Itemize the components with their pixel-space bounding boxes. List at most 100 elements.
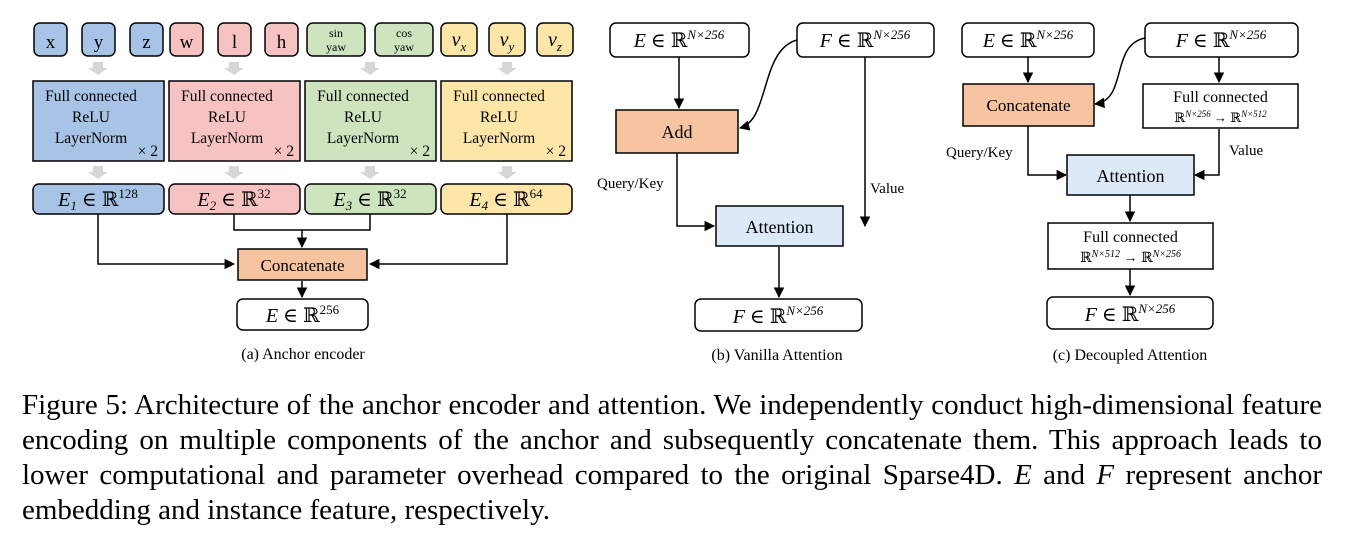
svg-text:LayerNorm: LayerNorm bbox=[327, 130, 399, 147]
svg-text:vx: vx bbox=[452, 29, 467, 54]
svg-text:E3 ∈ ℝ32: E3 ∈ ℝ32 bbox=[332, 186, 406, 213]
caption-e: E bbox=[1014, 459, 1032, 491]
input-box-vx: vx bbox=[440, 22, 478, 57]
svg-text:E ∈ ℝN×256: E ∈ ℝN×256 bbox=[982, 27, 1074, 52]
svg-text:F ∈ ℝN×256: F ∈ ℝN×256 bbox=[819, 27, 911, 52]
svg-text:Full connected: Full connected bbox=[317, 88, 409, 105]
svg-text:Add: Add bbox=[662, 122, 693, 142]
f-input-box-b: F ∈ ℝN×256 bbox=[796, 22, 935, 58]
svg-text:Attention: Attention bbox=[746, 217, 814, 237]
svg-text:Concatenate: Concatenate bbox=[986, 96, 1070, 115]
e-input-box-c: E ∈ ℝN×256 bbox=[961, 22, 1095, 58]
svg-text:l: l bbox=[232, 32, 237, 53]
mlp-block-pink: Full connected ReLU LayerNorm × 2 bbox=[168, 80, 301, 162]
connectors-b bbox=[673, 39, 871, 299]
svg-text:× 2: × 2 bbox=[138, 143, 158, 160]
input-box-h: h bbox=[264, 22, 299, 57]
input-box-w: w bbox=[169, 22, 204, 57]
connectors-c bbox=[1022, 37, 1225, 297]
svg-text:LayerNorm: LayerNorm bbox=[191, 130, 263, 147]
attention-box-c: Attention bbox=[1066, 154, 1195, 196]
caption-text-2: represent anchor embedding and instance … bbox=[22, 459, 1322, 526]
caption-b: (b) Vanilla Attention bbox=[711, 347, 842, 364]
value-label-c: Value bbox=[1229, 143, 1263, 159]
svg-text:E1 ∈ ℝ128: E1 ∈ ℝ128 bbox=[57, 186, 138, 213]
concatenate-box-c: Concatenate bbox=[962, 83, 1095, 127]
input-box-z: z bbox=[129, 22, 164, 57]
embedding-e4: E4 ∈ ℝ64 bbox=[440, 183, 573, 215]
caption-a: (a) Anchor encoder bbox=[241, 346, 365, 363]
svg-text:vy: vy bbox=[500, 29, 515, 54]
query-key-label-c: Query/Key bbox=[946, 145, 1013, 161]
embedding-e2: E2 ∈ ℝ32 bbox=[168, 183, 301, 215]
svg-text:y: y bbox=[94, 32, 104, 53]
output-box-a: E ∈ ℝ256 bbox=[236, 298, 369, 331]
svg-text:ReLU: ReLU bbox=[72, 109, 110, 126]
svg-text:E ∈ ℝN×256: E ∈ ℝN×256 bbox=[633, 27, 725, 52]
fc-box-2: Full connected ℝN×512 → ℝN×256 bbox=[1047, 222, 1214, 270]
svg-text:LayerNorm: LayerNorm bbox=[55, 130, 127, 147]
svg-text:ReLU: ReLU bbox=[208, 109, 246, 126]
concatenate-box-a: Concatenate bbox=[237, 248, 368, 281]
svg-text:ReLU: ReLU bbox=[344, 109, 382, 126]
svg-text:Attention: Attention bbox=[1097, 166, 1165, 186]
input-box-sin-yaw: sin yaw bbox=[306, 22, 366, 57]
embedding-e1: E1 ∈ ℝ128 bbox=[32, 183, 165, 215]
svg-text:cos: cos bbox=[396, 26, 412, 40]
svg-text:ℝN×256 → ℝN×512: ℝN×256 → ℝN×512 bbox=[1174, 109, 1267, 125]
svg-text:ReLU: ReLU bbox=[480, 109, 518, 126]
gray-arrows-row-2 bbox=[88, 166, 517, 179]
svg-text:× 2: × 2 bbox=[546, 143, 566, 160]
caption-f: F bbox=[1096, 459, 1115, 491]
svg-text:h: h bbox=[277, 32, 287, 53]
architecture-diagram: x y z w l h sin yaw cos yaw bbox=[32, 22, 1299, 364]
svg-text:w: w bbox=[180, 32, 194, 53]
svg-text:Full connected: Full connected bbox=[45, 88, 137, 105]
input-box-vz: vz bbox=[536, 22, 574, 57]
svg-text:yaw: yaw bbox=[326, 40, 346, 54]
svg-text:E2 ∈ ℝ32: E2 ∈ ℝ32 bbox=[196, 186, 270, 213]
fc-box-1: Full connected ℝN×256 → ℝN×512 bbox=[1142, 83, 1299, 129]
svg-text:E ∈ ℝ256: E ∈ ℝ256 bbox=[265, 302, 340, 327]
mlp-block-blue: Full connected ReLU LayerNorm × 2 bbox=[32, 80, 165, 162]
svg-text:vz: vz bbox=[548, 29, 562, 54]
input-box-l: l bbox=[217, 22, 252, 57]
svg-text:× 2: × 2 bbox=[274, 143, 294, 160]
svg-text:Full connected: Full connected bbox=[453, 88, 545, 105]
gray-arrows-row-1 bbox=[88, 62, 517, 75]
connectors-to-concatenate bbox=[97, 214, 508, 299]
svg-text:Full connected: Full connected bbox=[1083, 229, 1178, 246]
svg-text:z: z bbox=[142, 32, 150, 53]
svg-text:× 2: × 2 bbox=[410, 143, 430, 160]
input-box-vy: vy bbox=[488, 22, 526, 57]
caption-and: and bbox=[1031, 459, 1097, 491]
input-box-y: y bbox=[81, 22, 116, 57]
e-input-box-b: E ∈ ℝN×256 bbox=[609, 22, 750, 58]
svg-text:sin: sin bbox=[329, 26, 343, 40]
output-box-b: F ∈ ℝN×256 bbox=[694, 298, 863, 332]
caption-c: (c) Decoupled Attention bbox=[1053, 347, 1208, 364]
svg-text:F ∈ ℝN×256: F ∈ ℝN×256 bbox=[1175, 27, 1267, 52]
value-label-b: Value bbox=[870, 181, 904, 197]
input-box-x: x bbox=[33, 22, 68, 57]
svg-text:Full connected: Full connected bbox=[181, 88, 273, 105]
svg-text:ℝN×512 → ℝN×256: ℝN×512 → ℝN×256 bbox=[1080, 249, 1181, 266]
figure-label: Figure 5: bbox=[22, 389, 129, 421]
figure-caption: Figure 5: Architecture of the anchor enc… bbox=[22, 388, 1322, 528]
f-input-box-c: F ∈ ℝN×256 bbox=[1144, 22, 1299, 58]
svg-text:x: x bbox=[46, 32, 56, 53]
panel-b-vanilla-attention: E ∈ ℝN×256 F ∈ ℝN×256 Add Query/Key Valu… bbox=[597, 22, 935, 364]
query-key-label-b: Query/Key bbox=[597, 176, 664, 192]
caption-text-1: Architecture of the anchor encoder and a… bbox=[22, 389, 1322, 491]
panel-a-anchor-encoder: x y z w l h sin yaw cos yaw bbox=[32, 22, 574, 363]
svg-text:yaw: yaw bbox=[394, 40, 414, 54]
mlp-block-yellow: Full connected ReLU LayerNorm × 2 bbox=[440, 80, 573, 162]
input-box-cos-yaw: cos yaw bbox=[374, 22, 434, 57]
mlp-block-green: Full connected ReLU LayerNorm × 2 bbox=[304, 80, 437, 162]
svg-text:Concatenate: Concatenate bbox=[260, 256, 344, 275]
embedding-e3: E3 ∈ ℝ32 bbox=[304, 183, 437, 215]
output-box-c: F ∈ ℝN×256 bbox=[1046, 296, 1214, 330]
svg-text:F ∈ ℝN×256: F ∈ ℝN×256 bbox=[732, 303, 824, 328]
panel-c-decoupled-attention: E ∈ ℝN×256 F ∈ ℝN×256 Concatenate Full c… bbox=[946, 22, 1299, 364]
svg-text:F ∈ ℝN×256: F ∈ ℝN×256 bbox=[1084, 301, 1176, 326]
